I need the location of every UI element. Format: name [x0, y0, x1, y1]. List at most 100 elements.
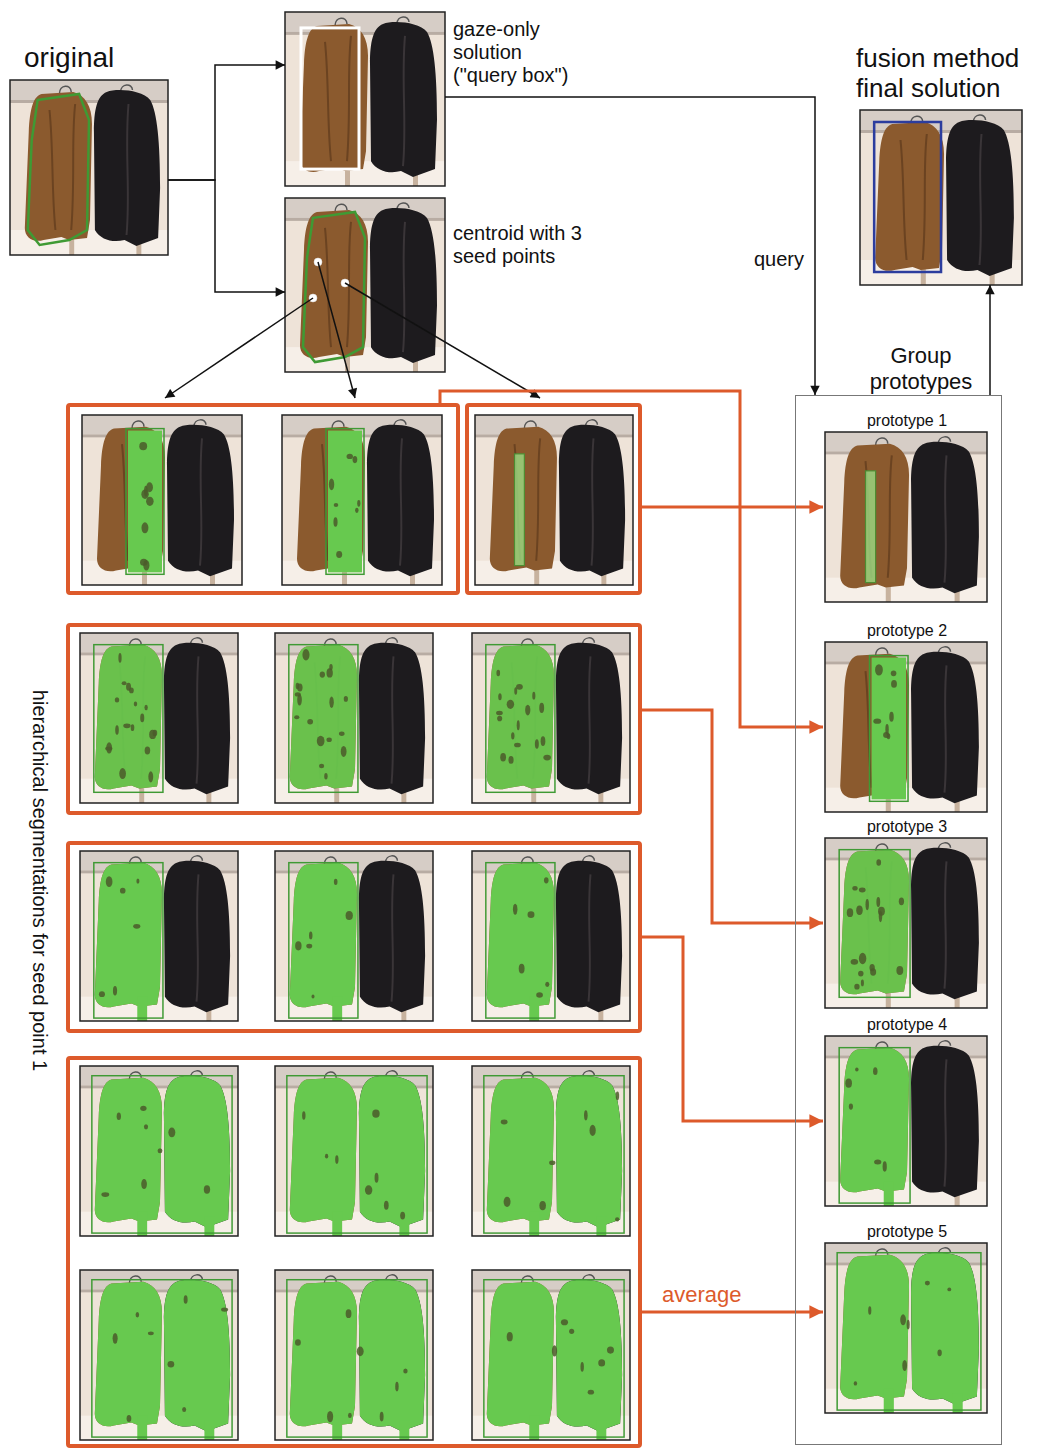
segmentation-spot	[319, 764, 324, 769]
segmentation-spot	[615, 1217, 619, 1221]
thumbnail-border	[275, 633, 433, 803]
segmentation-spot	[348, 1413, 352, 1418]
segmentation-spot	[357, 1346, 364, 1356]
segmentation-spot	[937, 1350, 941, 1357]
brown-coat	[490, 427, 557, 572]
coat-fold	[392, 656, 394, 783]
thumbnail-border	[472, 1066, 630, 1236]
segmentation-spot	[528, 911, 535, 918]
coat-fold	[923, 134, 927, 260]
segmentation-spot	[511, 732, 514, 739]
brown-coat	[875, 122, 944, 271]
segment-mask	[487, 645, 554, 790]
segmentation-group	[68, 405, 458, 593]
query-box	[301, 28, 359, 169]
prototype-label: prototype 3	[826, 818, 988, 836]
segment-mask	[332, 997, 342, 1021]
thumbnail-image	[80, 1066, 238, 1236]
brown-coat	[300, 24, 368, 172]
segmentation-spot	[324, 773, 327, 780]
segmentation-spot	[339, 732, 345, 736]
segmentation-spot	[519, 964, 525, 974]
brown-coat	[840, 850, 909, 995]
black-coat	[911, 1046, 979, 1197]
segmentation-spot	[501, 1119, 508, 1124]
segmentation-spot	[139, 442, 147, 450]
seed-arrow	[345, 283, 540, 398]
wall	[472, 1270, 630, 1440]
segmentation-spot	[309, 932, 312, 940]
seed-arrow	[165, 298, 313, 398]
segmentation-spot	[580, 1362, 583, 1372]
segmentation-spot	[375, 1173, 379, 1183]
bounding-box	[484, 1076, 624, 1233]
coat-fold	[200, 438, 202, 565]
segmentation-spot	[120, 888, 126, 894]
coat-fold	[122, 444, 128, 561]
segmentation-spot	[947, 1287, 951, 1291]
thumbnail-image	[475, 415, 633, 585]
segmentation-spot	[543, 755, 551, 761]
segmentation-spot	[146, 497, 154, 506]
thumbnail-border	[825, 432, 987, 602]
segmentation-spot	[858, 971, 863, 977]
coat-fold	[944, 665, 946, 792]
image-node: centroid with 3 seed points	[285, 198, 445, 372]
bounding-box	[486, 863, 555, 1018]
coat-fold	[322, 444, 328, 561]
segmentation-spot	[539, 1201, 546, 1210]
thumbnail-image	[285, 12, 445, 186]
segmentation-spot	[873, 719, 881, 724]
thumbnail-image	[825, 1243, 987, 1413]
segmentation-spot	[403, 1369, 407, 1374]
segmentation-spot	[883, 1161, 887, 1171]
prototype-label: prototype 5	[826, 1223, 988, 1241]
region-outline	[303, 212, 365, 362]
thumbnail-border	[825, 1036, 987, 1206]
segmentation-spot	[182, 1407, 186, 1412]
segment-mask	[359, 1076, 425, 1227]
coat-fold	[944, 1059, 946, 1186]
region-outline	[28, 94, 89, 245]
thumbnail-border	[275, 851, 433, 1021]
bounding-box	[92, 1280, 232, 1437]
segmentation-spot	[847, 908, 853, 917]
coat-fold	[901, 140, 907, 260]
wall	[825, 1243, 987, 1413]
coat-fold	[866, 671, 872, 788]
segmentation-spot	[141, 489, 148, 498]
segmentation-spot	[507, 1332, 513, 1341]
thumbnail-image	[825, 838, 987, 1008]
image-node: original	[10, 80, 168, 255]
segmentation-spot	[119, 768, 126, 779]
segmentation-spot	[335, 1155, 338, 1164]
segment-mask	[128, 431, 162, 573]
brown-coat	[95, 1078, 162, 1223]
segmentation-spot	[333, 517, 337, 527]
black-coat	[556, 1280, 622, 1431]
segmentation-spot	[294, 715, 299, 719]
segmentation-spot	[876, 859, 881, 866]
segmentation-spot	[101, 1192, 109, 1197]
coat-fold	[589, 874, 591, 1001]
segmentation-spot	[849, 1104, 853, 1110]
segmentation-spot	[868, 1306, 871, 1315]
black-coat	[911, 848, 979, 999]
segmentation-spot	[320, 671, 325, 677]
wall	[285, 198, 445, 372]
segment-mask	[556, 1280, 622, 1431]
prototype-label: prototype 2	[826, 622, 988, 640]
wall	[80, 851, 238, 1021]
thumbnail-border	[80, 851, 238, 1021]
segmentation-spot	[158, 1148, 163, 1153]
thumbnail-border	[275, 1270, 433, 1440]
segmentation-spot	[497, 716, 502, 722]
black-coat	[359, 861, 425, 1012]
segmentation-spot	[334, 503, 339, 507]
black-coat	[367, 425, 434, 576]
segmentation-spot	[874, 1159, 881, 1164]
segmentation-spot	[545, 982, 549, 987]
segmentation-spot	[129, 688, 134, 694]
segmentation-spot	[123, 724, 130, 729]
segmentation-group	[68, 1058, 640, 1446]
